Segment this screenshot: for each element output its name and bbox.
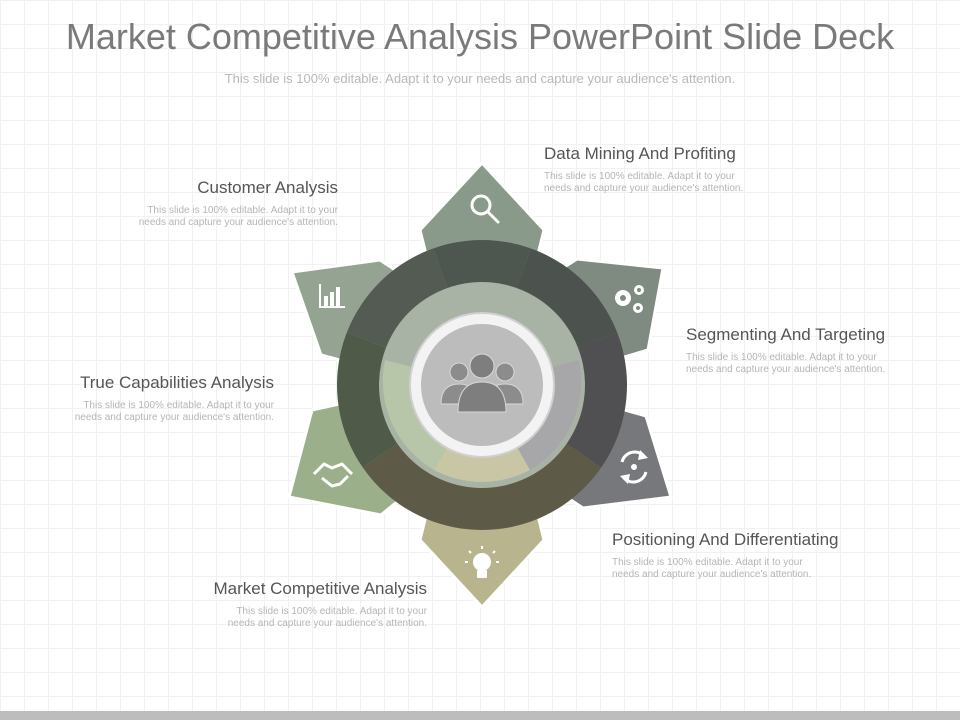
segment-text: This slide is 100% editable. Adapt it to… xyxy=(74,400,274,423)
bottom-bar xyxy=(0,711,960,720)
label-segmenting: Segmenting And Targeting This slide is 1… xyxy=(686,325,936,376)
segment-title: Market Competitive Analysis xyxy=(213,579,427,598)
refresh-cycle-icon xyxy=(620,450,648,484)
label-market-competitive: Market Competitive Analysis This slide i… xyxy=(177,579,427,630)
slide-title: Market Competitive Analysis PowerPoint S… xyxy=(65,16,895,57)
segment-title: Data Mining And Profiting xyxy=(544,144,736,163)
people-group-icon xyxy=(440,353,524,413)
segment-text: This slide is 100% editable. Adapt it to… xyxy=(227,606,427,629)
segment-title: Customer Analysis xyxy=(197,178,338,197)
bar-chart-icon xyxy=(319,284,345,308)
search-icon xyxy=(470,194,500,224)
segment-text: This slide is 100% editable. Adapt it to… xyxy=(686,352,886,375)
segment-text: This slide is 100% editable. Adapt it to… xyxy=(138,205,338,228)
label-positioning: Positioning And Differentiating This sli… xyxy=(612,530,882,581)
segment-title: Positioning And Differentiating xyxy=(612,530,839,549)
slide-subtitle: This slide is 100% editable. Adapt it to… xyxy=(224,71,736,86)
label-data-mining: Data Mining And Profiting This slide is … xyxy=(544,144,794,195)
label-true-capabilities: True Capabilities Analysis This slide is… xyxy=(24,373,274,424)
segment-text: This slide is 100% editable. Adapt it to… xyxy=(612,557,812,580)
segment-text: This slide is 100% editable. Adapt it to… xyxy=(544,171,744,194)
segment-title: Segmenting And Targeting xyxy=(686,325,886,344)
lightbulb-icon xyxy=(465,546,499,578)
handshake-icon xyxy=(312,462,354,488)
label-customer-analysis: Customer Analysis This slide is 100% edi… xyxy=(88,178,338,229)
segment-title: True Capabilities Analysis xyxy=(79,373,274,392)
gears-icon xyxy=(615,285,644,313)
